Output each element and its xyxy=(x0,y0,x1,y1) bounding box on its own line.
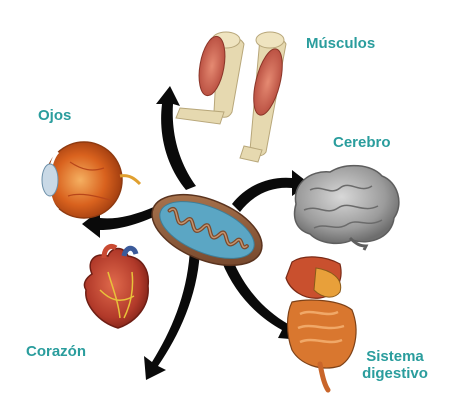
label-eyes: Ojos xyxy=(38,107,72,124)
mitochondria-illustration xyxy=(151,193,263,267)
eye-illustration xyxy=(41,141,142,219)
heart-illustration xyxy=(83,243,150,329)
muscles-illustration xyxy=(175,31,287,163)
label-muscles: Músculos xyxy=(306,35,376,52)
digestive-system-illustration xyxy=(285,256,357,393)
label-digestive-line2: digestivo xyxy=(362,365,428,382)
arrow-to-muscles xyxy=(156,86,196,190)
label-digestive-system: Sistema digestivo xyxy=(352,348,438,382)
arrow-to-heart xyxy=(144,248,200,380)
arrow-to-eyes xyxy=(82,206,160,238)
label-heart: Corazón xyxy=(26,343,86,360)
arrow-to-brain xyxy=(232,170,310,212)
label-digestive-line1: Sistema xyxy=(366,348,424,365)
label-brain: Cerebro xyxy=(333,134,391,151)
arrow-to-digestive xyxy=(222,258,302,340)
brain-illustration xyxy=(293,164,400,251)
arrows-group xyxy=(82,86,310,380)
